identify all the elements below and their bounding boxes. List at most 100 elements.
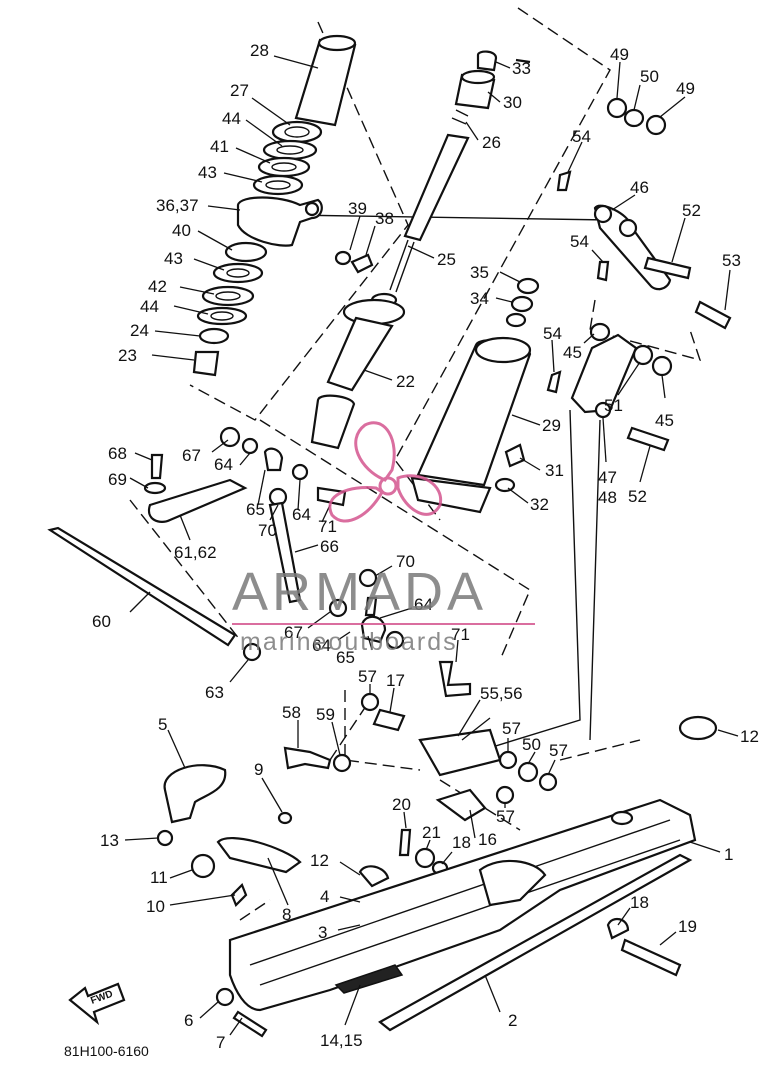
spindle-parts xyxy=(283,660,718,876)
label-57: 57 xyxy=(496,807,515,826)
label-52: 52 xyxy=(628,487,647,506)
label-68: 68 xyxy=(108,444,127,463)
label-66: 66 xyxy=(320,537,339,556)
label-71: 71 xyxy=(318,517,337,536)
label-11: 11 xyxy=(150,868,168,887)
label-54: 54 xyxy=(570,232,589,251)
label-57: 57 xyxy=(502,719,521,738)
label-9: 9 xyxy=(254,760,263,779)
label-28: 28 xyxy=(250,41,269,60)
watermark: ARMADA marineoutboards xyxy=(232,421,535,656)
label-49: 49 xyxy=(676,79,695,98)
label-61-62: 61,62 xyxy=(174,543,217,562)
label-46: 46 xyxy=(630,178,649,197)
shock-absorber xyxy=(310,50,498,450)
label-48: 48 xyxy=(598,488,617,507)
label-29: 29 xyxy=(542,416,561,435)
label-64: 64 xyxy=(414,595,433,614)
label-57: 57 xyxy=(358,667,377,686)
watermark-sub: marineoutboards xyxy=(240,628,458,656)
label-39: 39 xyxy=(348,199,367,218)
label-18: 18 xyxy=(630,893,649,912)
label-7: 7 xyxy=(216,1033,225,1052)
label-69: 69 xyxy=(108,470,127,489)
label-49: 49 xyxy=(610,45,629,64)
label-52: 52 xyxy=(682,201,701,220)
label-64: 64 xyxy=(292,505,311,524)
label-8: 8 xyxy=(282,905,291,924)
label-13: 13 xyxy=(100,831,119,850)
label-5: 5 xyxy=(158,715,167,734)
watermark-brand: ARMADA xyxy=(232,562,487,622)
label-6: 6 xyxy=(184,1011,193,1030)
label-57: 57 xyxy=(549,741,568,760)
label-71: 71 xyxy=(451,625,470,644)
rubber-damper xyxy=(410,58,540,514)
label-36-37: 36,37 xyxy=(156,196,199,215)
label-65: 65 xyxy=(336,648,355,667)
label-12: 12 xyxy=(310,851,329,870)
steering-column-parts xyxy=(192,34,374,377)
label-32: 32 xyxy=(530,495,549,514)
label-10: 10 xyxy=(146,897,165,916)
label-50: 50 xyxy=(522,735,541,754)
part-number-labels: 28 27 44 41 43 36,37 40 43 42 44 24 23 3… xyxy=(92,41,759,1052)
label-30: 30 xyxy=(503,93,522,112)
ski-assembly xyxy=(156,764,697,1038)
label-50: 50 xyxy=(640,67,659,86)
leader-lines xyxy=(124,55,739,1036)
fwd-arrow: FWD xyxy=(68,982,126,1026)
label-3: 3 xyxy=(318,923,327,942)
label-43: 43 xyxy=(198,163,217,182)
label-20: 20 xyxy=(392,795,411,814)
label-45: 45 xyxy=(655,411,674,430)
label-54: 54 xyxy=(543,324,562,343)
label-44: 44 xyxy=(140,297,159,316)
label-55-56: 55,56 xyxy=(480,684,523,703)
label-54: 54 xyxy=(572,127,591,146)
label-21: 21 xyxy=(422,823,441,842)
label-17: 17 xyxy=(386,671,405,690)
label-51: 51 xyxy=(604,396,623,415)
label-27: 27 xyxy=(230,81,249,100)
label-34: 34 xyxy=(470,289,489,308)
label-12: 12 xyxy=(740,727,759,746)
label-64: 64 xyxy=(214,455,233,474)
label-14-15: 14,15 xyxy=(320,1031,363,1050)
label-67: 67 xyxy=(284,623,303,642)
label-42: 42 xyxy=(148,277,167,296)
label-33: 33 xyxy=(512,59,531,78)
diagram-code: 81H100-6160 xyxy=(64,1043,149,1059)
label-38: 38 xyxy=(375,209,394,228)
label-45: 45 xyxy=(563,343,582,362)
propeller-logo-icon xyxy=(328,421,443,523)
label-64: 64 xyxy=(312,636,331,655)
label-16: 16 xyxy=(478,830,497,849)
label-65: 65 xyxy=(246,500,265,519)
label-70: 70 xyxy=(396,552,415,571)
label-44: 44 xyxy=(222,109,241,128)
label-53: 53 xyxy=(722,251,741,270)
label-41: 41 xyxy=(210,137,229,156)
label-60: 60 xyxy=(92,612,111,631)
label-23: 23 xyxy=(118,346,137,365)
label-59: 59 xyxy=(316,705,335,724)
label-19: 19 xyxy=(678,917,697,936)
label-24: 24 xyxy=(130,321,149,340)
label-58: 58 xyxy=(282,703,301,722)
label-2: 2 xyxy=(508,1011,517,1030)
label-35: 35 xyxy=(470,263,489,282)
label-40: 40 xyxy=(172,221,191,240)
label-43: 43 xyxy=(164,249,183,268)
label-25: 25 xyxy=(437,250,456,269)
label-1: 1 xyxy=(724,845,733,864)
label-4: 4 xyxy=(320,887,329,906)
label-70: 70 xyxy=(258,521,277,540)
label-26: 26 xyxy=(482,133,501,152)
label-47: 47 xyxy=(598,468,617,487)
label-18: 18 xyxy=(452,833,471,852)
label-63: 63 xyxy=(205,683,224,702)
label-22: 22 xyxy=(396,372,415,391)
right-linkage xyxy=(546,97,732,452)
